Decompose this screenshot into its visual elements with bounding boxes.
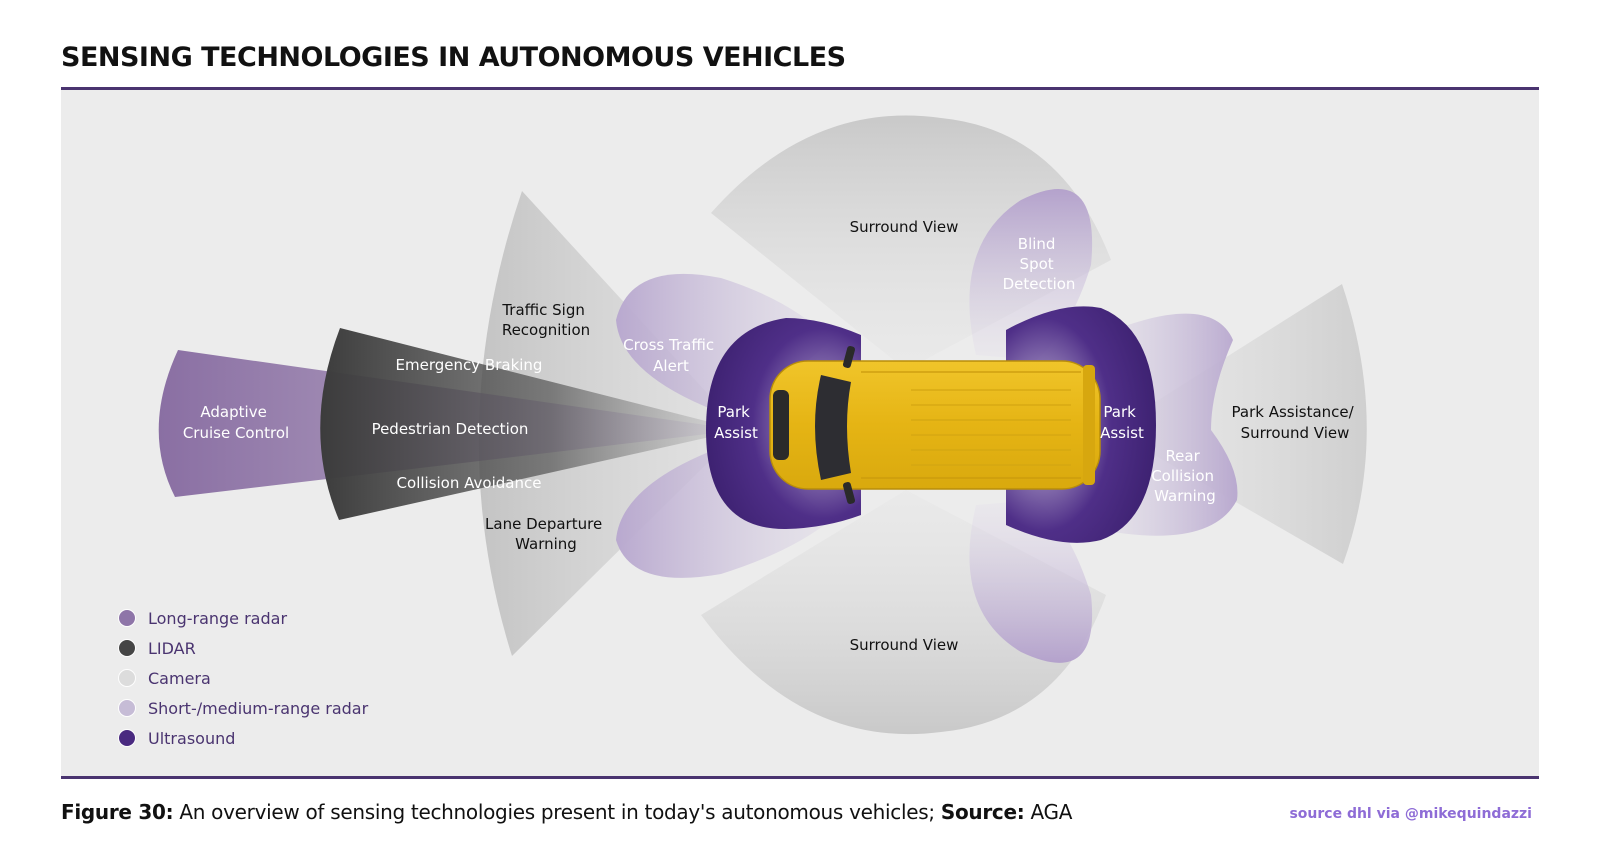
legend-label: Short-/medium-range radar (148, 698, 369, 718)
lidar-zone (320, 328, 741, 520)
label-park-assist-front: Park Assist (714, 403, 758, 442)
credit-text: source dhl via @mikequindazzi (1289, 806, 1532, 822)
caption-figure-label: Figure 30: (61, 800, 174, 824)
legend-label: LIDAR (148, 638, 196, 658)
label-surround-view-bottom: Surround View (850, 636, 959, 654)
legend-label: Long-range radar (148, 608, 288, 628)
caption-text: An overview of sensing technologies pres… (173, 800, 941, 824)
caption-divider (61, 776, 1539, 779)
caption-source-label: Source: (940, 800, 1025, 824)
label-emergency-braking: Emergency Braking (396, 356, 543, 374)
label-adaptive-cruise: Adaptive Cruise Control (183, 403, 289, 442)
legend-item: Ultrasound (119, 723, 368, 753)
label-park-assist-rear: Park Assist (1100, 403, 1144, 442)
label-lane-departure: Lane Departure Warning (485, 515, 607, 553)
legend: Long-range radar LIDAR Camera Short-/med… (119, 603, 368, 753)
label-cross-traffic: Cross Traffic Alert (623, 336, 719, 375)
legend-label: Ultrasound (148, 728, 236, 748)
legend-item: Short-/medium-range radar (119, 693, 368, 723)
legend-swatch-lidar (119, 640, 135, 656)
vehicle (769, 346, 1101, 504)
caption-source-value: AGA (1024, 800, 1073, 824)
page-title: SENSING TECHNOLOGIES IN AUTONOMOUS VEHIC… (61, 42, 846, 73)
legend-swatch-ultrasound (119, 730, 135, 746)
label-collision-avoidance: Collision Avoidance (397, 474, 542, 492)
legend-item: Camera (119, 663, 368, 693)
label-park-assistance-surround: Park Assistance/ Surround View (1232, 403, 1359, 442)
label-surround-view-top: Surround View (850, 218, 959, 236)
sensing-diagram: Adaptive Cruise Control Emergency Brakin… (158, 115, 1367, 735)
label-traffic-sign: Traffic Sign Recognition (501, 301, 590, 339)
diagram-panel: Adaptive Cruise Control Emergency Brakin… (61, 90, 1539, 776)
legend-item: LIDAR (119, 633, 368, 663)
park-assistance-surround-zone (1111, 284, 1367, 564)
legend-swatch-short-medium-radar (119, 700, 135, 716)
label-rear-collision: Rear Collision Warning (1151, 447, 1219, 505)
legend-swatch-camera (119, 670, 135, 686)
figure-caption: Figure 30: An overview of sensing techno… (61, 800, 1072, 824)
label-blind-spot: Blind Spot Detection (1003, 235, 1076, 293)
legend-item: Long-range radar (119, 603, 368, 633)
legend-label: Camera (148, 668, 211, 688)
legend-swatch-long-range-radar (119, 610, 135, 626)
label-pedestrian-detection: Pedestrian Detection (372, 420, 529, 438)
title-divider (61, 87, 1539, 90)
